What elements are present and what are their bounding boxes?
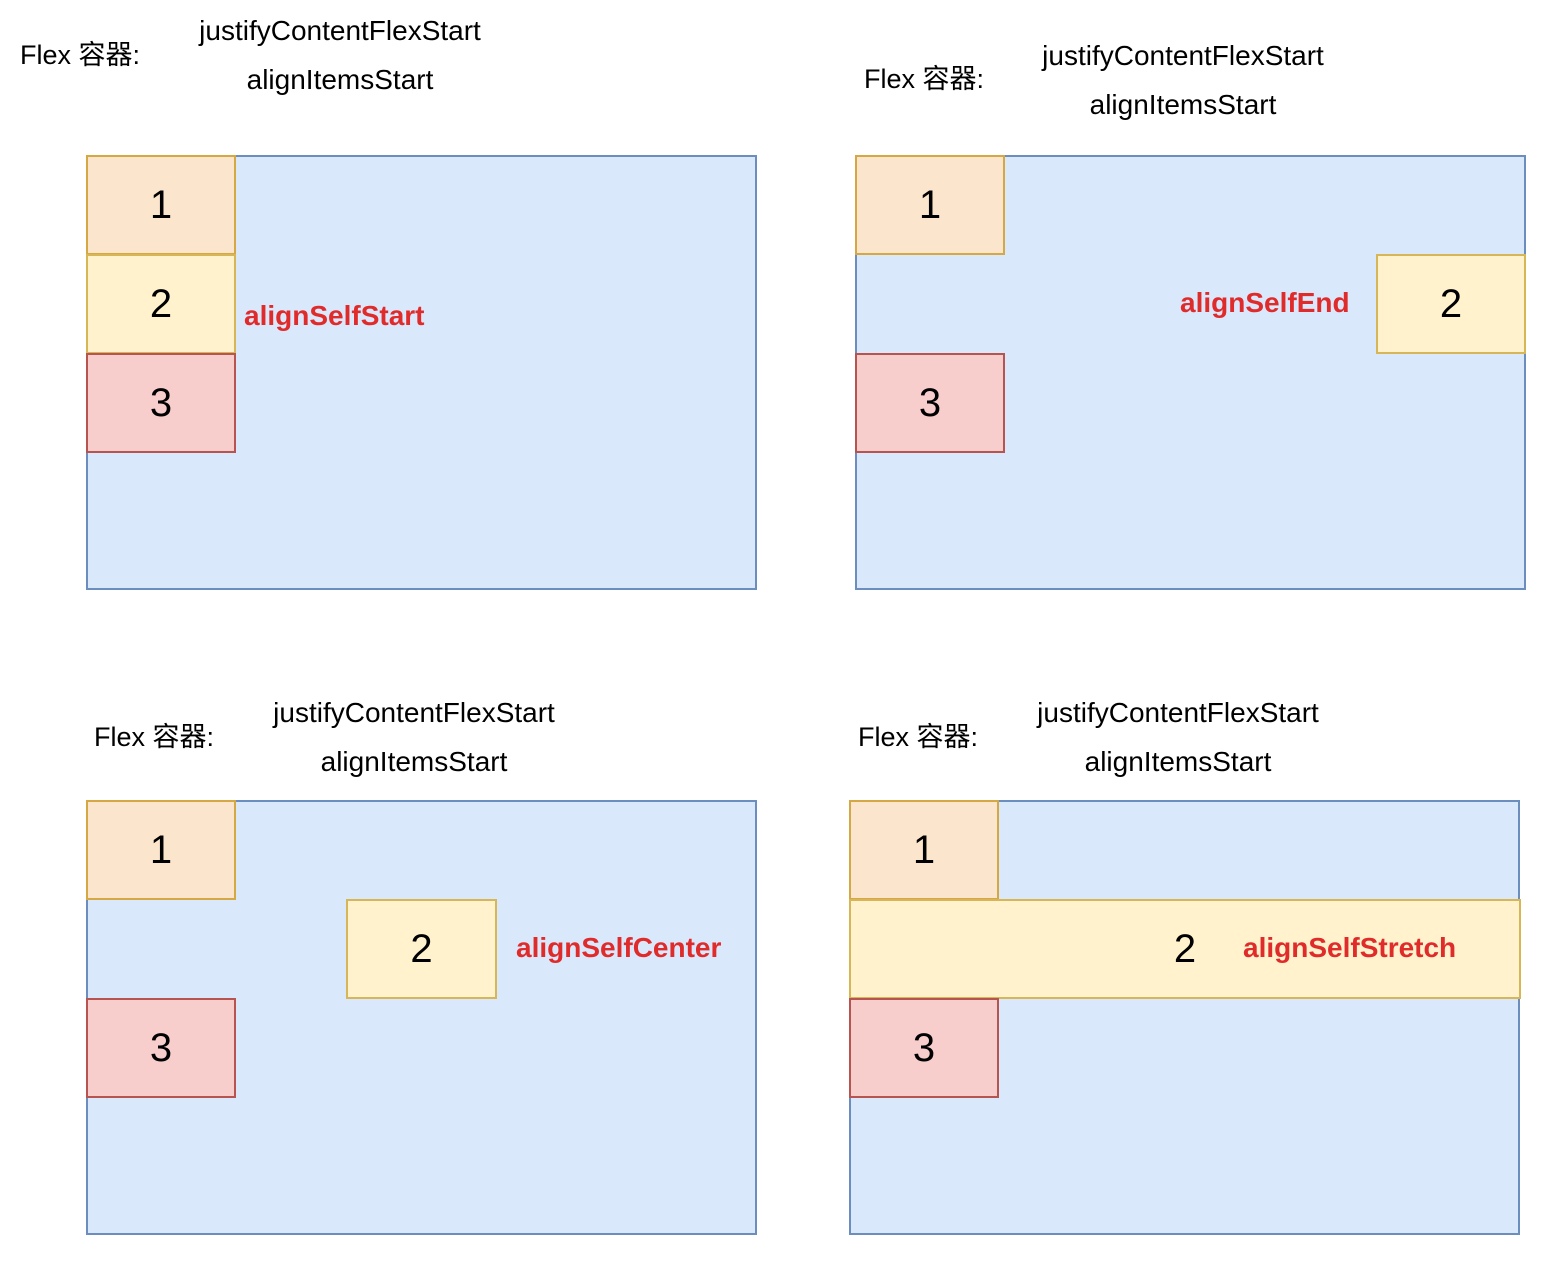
justify-content-label: justifyContentFlexStart bbox=[199, 15, 481, 46]
flex-item-2: 2 bbox=[1376, 254, 1526, 354]
justify-content-label: justifyContentFlexStart bbox=[1037, 697, 1319, 728]
align-self-annotation: alignSelfCenter bbox=[516, 932, 722, 963]
flex-item-3: 3 bbox=[86, 998, 236, 1098]
flex-item-3: 3 bbox=[855, 353, 1005, 453]
item-number: 3 bbox=[912, 1026, 936, 1070]
flex-item-3: 3 bbox=[86, 353, 236, 453]
flex-item-2: 2 bbox=[849, 899, 1521, 999]
item-number: 2 bbox=[410, 927, 433, 971]
justify-content-label: justifyContentFlexStart bbox=[1042, 40, 1324, 71]
flex-item-1: 1 bbox=[849, 800, 999, 900]
item-number: 1 bbox=[149, 828, 173, 872]
container-label: Flex 容器: bbox=[864, 64, 985, 94]
item-number: 2 bbox=[149, 282, 173, 326]
align-items-label: alignItemsStart bbox=[1089, 89, 1277, 120]
flex-item-1: 1 bbox=[86, 155, 236, 255]
justify-content-label: justifyContentFlexStart bbox=[273, 697, 555, 728]
container-label: Flex 容器: bbox=[20, 40, 141, 70]
item-number: 1 bbox=[149, 183, 173, 227]
item-number: 3 bbox=[149, 381, 173, 425]
item-number: 3 bbox=[918, 381, 942, 425]
flex-item-3: 3 bbox=[849, 998, 999, 1098]
item-number: 2 bbox=[1439, 282, 1463, 326]
align-items-label: alignItemsStart bbox=[1084, 746, 1272, 777]
align-items-label: alignItemsStart bbox=[246, 64, 434, 95]
flex-item-1: 1 bbox=[855, 155, 1005, 255]
container-label: Flex 容器: bbox=[94, 722, 215, 752]
align-self-annotation: alignSelfStretch bbox=[1243, 932, 1457, 963]
container-label: Flex 容器: bbox=[858, 722, 979, 752]
item-number: 1 bbox=[918, 183, 942, 227]
align-items-label: alignItemsStart bbox=[320, 746, 508, 777]
flex-item-1: 1 bbox=[86, 800, 236, 900]
align-self-annotation: alignSelfEnd bbox=[1180, 287, 1350, 318]
align-self-annotation: alignSelfStart bbox=[244, 300, 425, 331]
flex-item-2: 2 bbox=[86, 254, 236, 354]
item-number: 1 bbox=[912, 828, 936, 872]
flex-item-2: 2 bbox=[346, 899, 497, 999]
item-number: 2 bbox=[1173, 927, 1197, 971]
item-number: 3 bbox=[149, 1026, 173, 1070]
